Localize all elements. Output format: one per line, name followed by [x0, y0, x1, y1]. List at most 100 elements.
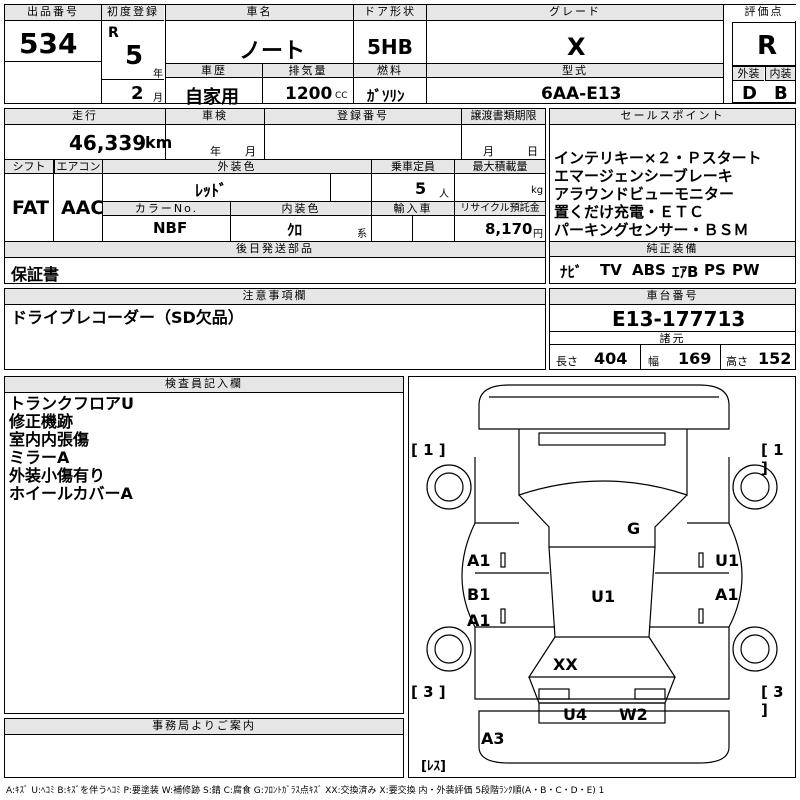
later-label: 後日発送部品 — [5, 242, 545, 258]
legend: A:ｷｽﾞ U:ﾍｺﾐ B:ｷｽﾞを伴うﾍｺﾐ P:要塗装 W:補修跡 S:錆 … — [6, 786, 605, 796]
tire-mark: [ 1 ] — [411, 441, 446, 459]
intcolor: ｸﾛ — [287, 221, 303, 239]
regno-label: 登録番号 — [265, 109, 461, 125]
equip-abs: ABS — [632, 261, 666, 279]
width-label: 幅 — [648, 355, 659, 368]
vehicle-details: 走行 46,339 km 車検 年 月 登録番号 譲渡書類期限 月 日 シフト … — [4, 108, 546, 284]
reg-year: 5 — [125, 41, 144, 71]
lot-label: 出品番号 — [5, 5, 101, 21]
damage-mark: A1 — [467, 611, 491, 630]
intcolor-unit: 系 — [357, 229, 367, 240]
damage-mark: U4 — [563, 705, 588, 724]
sales-line: パーキングセンサー・ＢＳＭ — [554, 221, 749, 239]
first-reg-label: 初度登録 — [102, 5, 164, 21]
cc-unit: CC — [335, 91, 348, 101]
sales-line: インテリキー×２・Ｐスタート — [554, 149, 762, 167]
car-name: ノート — [239, 39, 306, 64]
car-name-label: 車名 — [166, 5, 353, 21]
import-label: 輸入車 — [372, 202, 454, 216]
inspector-line: ミラーA — [9, 448, 70, 467]
color-label: 外装色 — [103, 160, 371, 174]
damage-mark: XX — [553, 655, 578, 674]
length: 404 — [594, 349, 628, 368]
insp-year-unit: 年 — [210, 145, 221, 158]
damage-mark: U1 — [715, 551, 740, 570]
notes-text: ドライブレコーダー（SD欠品） — [11, 308, 244, 327]
int-label: 内装 — [765, 67, 795, 81]
height-label: 高さ — [726, 355, 748, 368]
capacity-label: 乗車定員 — [372, 160, 454, 174]
lot-number: 534 — [19, 27, 78, 60]
inspector-section: 検査員記入欄 トランクフロアU 修正機跡 室内内張傷 ミラーA 外装小傷有り ホ… — [4, 376, 404, 714]
displacement: 1200 — [285, 84, 333, 104]
displacement-label: 排気量 — [263, 64, 353, 78]
km-unit: km — [145, 133, 173, 152]
intcolor-label: 内装色 — [231, 202, 371, 216]
fuel-label: 燃料 — [354, 64, 426, 78]
insp-month-unit: 月 — [245, 145, 256, 158]
recycle-label: リサイクル預託金 — [455, 202, 545, 216]
top-section: 出品番号 534 初度登録 R 5 年 2 月 車名 ノート ドア形状 5HB … — [4, 4, 796, 108]
sales-line: エマージェンシーブレーキ — [554, 167, 733, 185]
inspection-label: 車検 — [166, 109, 264, 125]
model-label: 型式 — [427, 64, 723, 78]
grade: X — [567, 33, 586, 61]
office-label: 事務局よりご案内 — [5, 719, 403, 735]
chassis-label: 車台番号 — [550, 289, 795, 305]
mileage-label: 走行 — [5, 109, 165, 125]
inspector-line: 室内内張傷 — [9, 430, 90, 449]
sales-points: セールスポイント インテリキー×２・Ｐスタート エマージェンシーブレーキ アラウ… — [549, 108, 796, 284]
model: 6AA-E13 — [541, 84, 622, 104]
damage-mark: W2 — [619, 705, 648, 724]
recycle: 8,170 — [485, 220, 533, 238]
shift-label: シフト — [5, 160, 53, 174]
car-outline — [426, 384, 778, 764]
ext-score: D — [742, 83, 757, 104]
inspector-line: 外装小傷有り — [9, 466, 106, 485]
chassis-number: E13-177713 — [612, 307, 746, 331]
door-label: ドア形状 — [354, 5, 426, 21]
tire-mark: [ 3 ] — [411, 683, 446, 701]
colorno: NBF — [153, 219, 188, 237]
equip-label: 純正装備 — [550, 241, 795, 257]
equip-navi: ﾅﾋﾞ — [560, 263, 583, 281]
sales-line: アラウンドビューモニター — [554, 185, 735, 203]
capacity: 5 — [415, 179, 427, 198]
inspector-label: 検査員記入欄 — [5, 377, 403, 393]
history: 自家用 — [185, 87, 239, 108]
door-type: 5HB — [367, 35, 413, 59]
damage-mark: A3 — [481, 729, 505, 748]
dims-label: 諸元 — [550, 331, 795, 345]
sales-line: 置くだけ充電・ＥＴＣ — [554, 203, 705, 221]
equip-airbag: ｴｱB — [672, 263, 699, 281]
score: R — [757, 31, 778, 61]
damage-mark: A1 — [467, 551, 491, 570]
equip-pw: PW — [732, 261, 760, 279]
inspector-line: 修正機跡 — [9, 412, 74, 431]
damage-mark: A1 — [715, 585, 739, 604]
int-score: B — [774, 83, 788, 104]
transfer-day-unit: 日 — [527, 145, 538, 158]
office-section: 事務局よりご案内 — [4, 718, 404, 778]
length-label: 長さ — [556, 355, 578, 368]
spare-tire-mark: [ﾚｽ] — [421, 759, 446, 774]
later-parts: 保証書 — [11, 265, 60, 284]
damage-mark: G — [627, 519, 641, 538]
transfer-month-unit: 月 — [483, 145, 494, 158]
transfer-label: 譲渡書類期限 — [462, 109, 545, 125]
colorno-label: カラーNo. — [103, 202, 230, 216]
height: 152 — [758, 349, 792, 368]
notes-label: 注意事項欄 — [5, 289, 545, 305]
color: ﾚｯﾄﾞ — [195, 181, 228, 200]
reg-month: 2 — [131, 83, 144, 104]
width: 169 — [678, 349, 712, 368]
damage-mark: B1 — [467, 585, 491, 604]
history-label: 車歴 — [166, 64, 262, 78]
tire-mark: [ 3 ] — [761, 683, 784, 719]
car-diagram: [ 1 ] [ 1 ] [ 3 ] [ 3 ] G A1 U1 B1 U1 A1… — [408, 376, 796, 778]
score-label: 評価点 — [732, 5, 796, 21]
sales-label: セールスポイント — [550, 109, 795, 125]
grade-label: グレード — [427, 5, 723, 21]
damage-mark: U1 — [591, 587, 616, 606]
load-label: 最大積載量 — [455, 160, 545, 174]
